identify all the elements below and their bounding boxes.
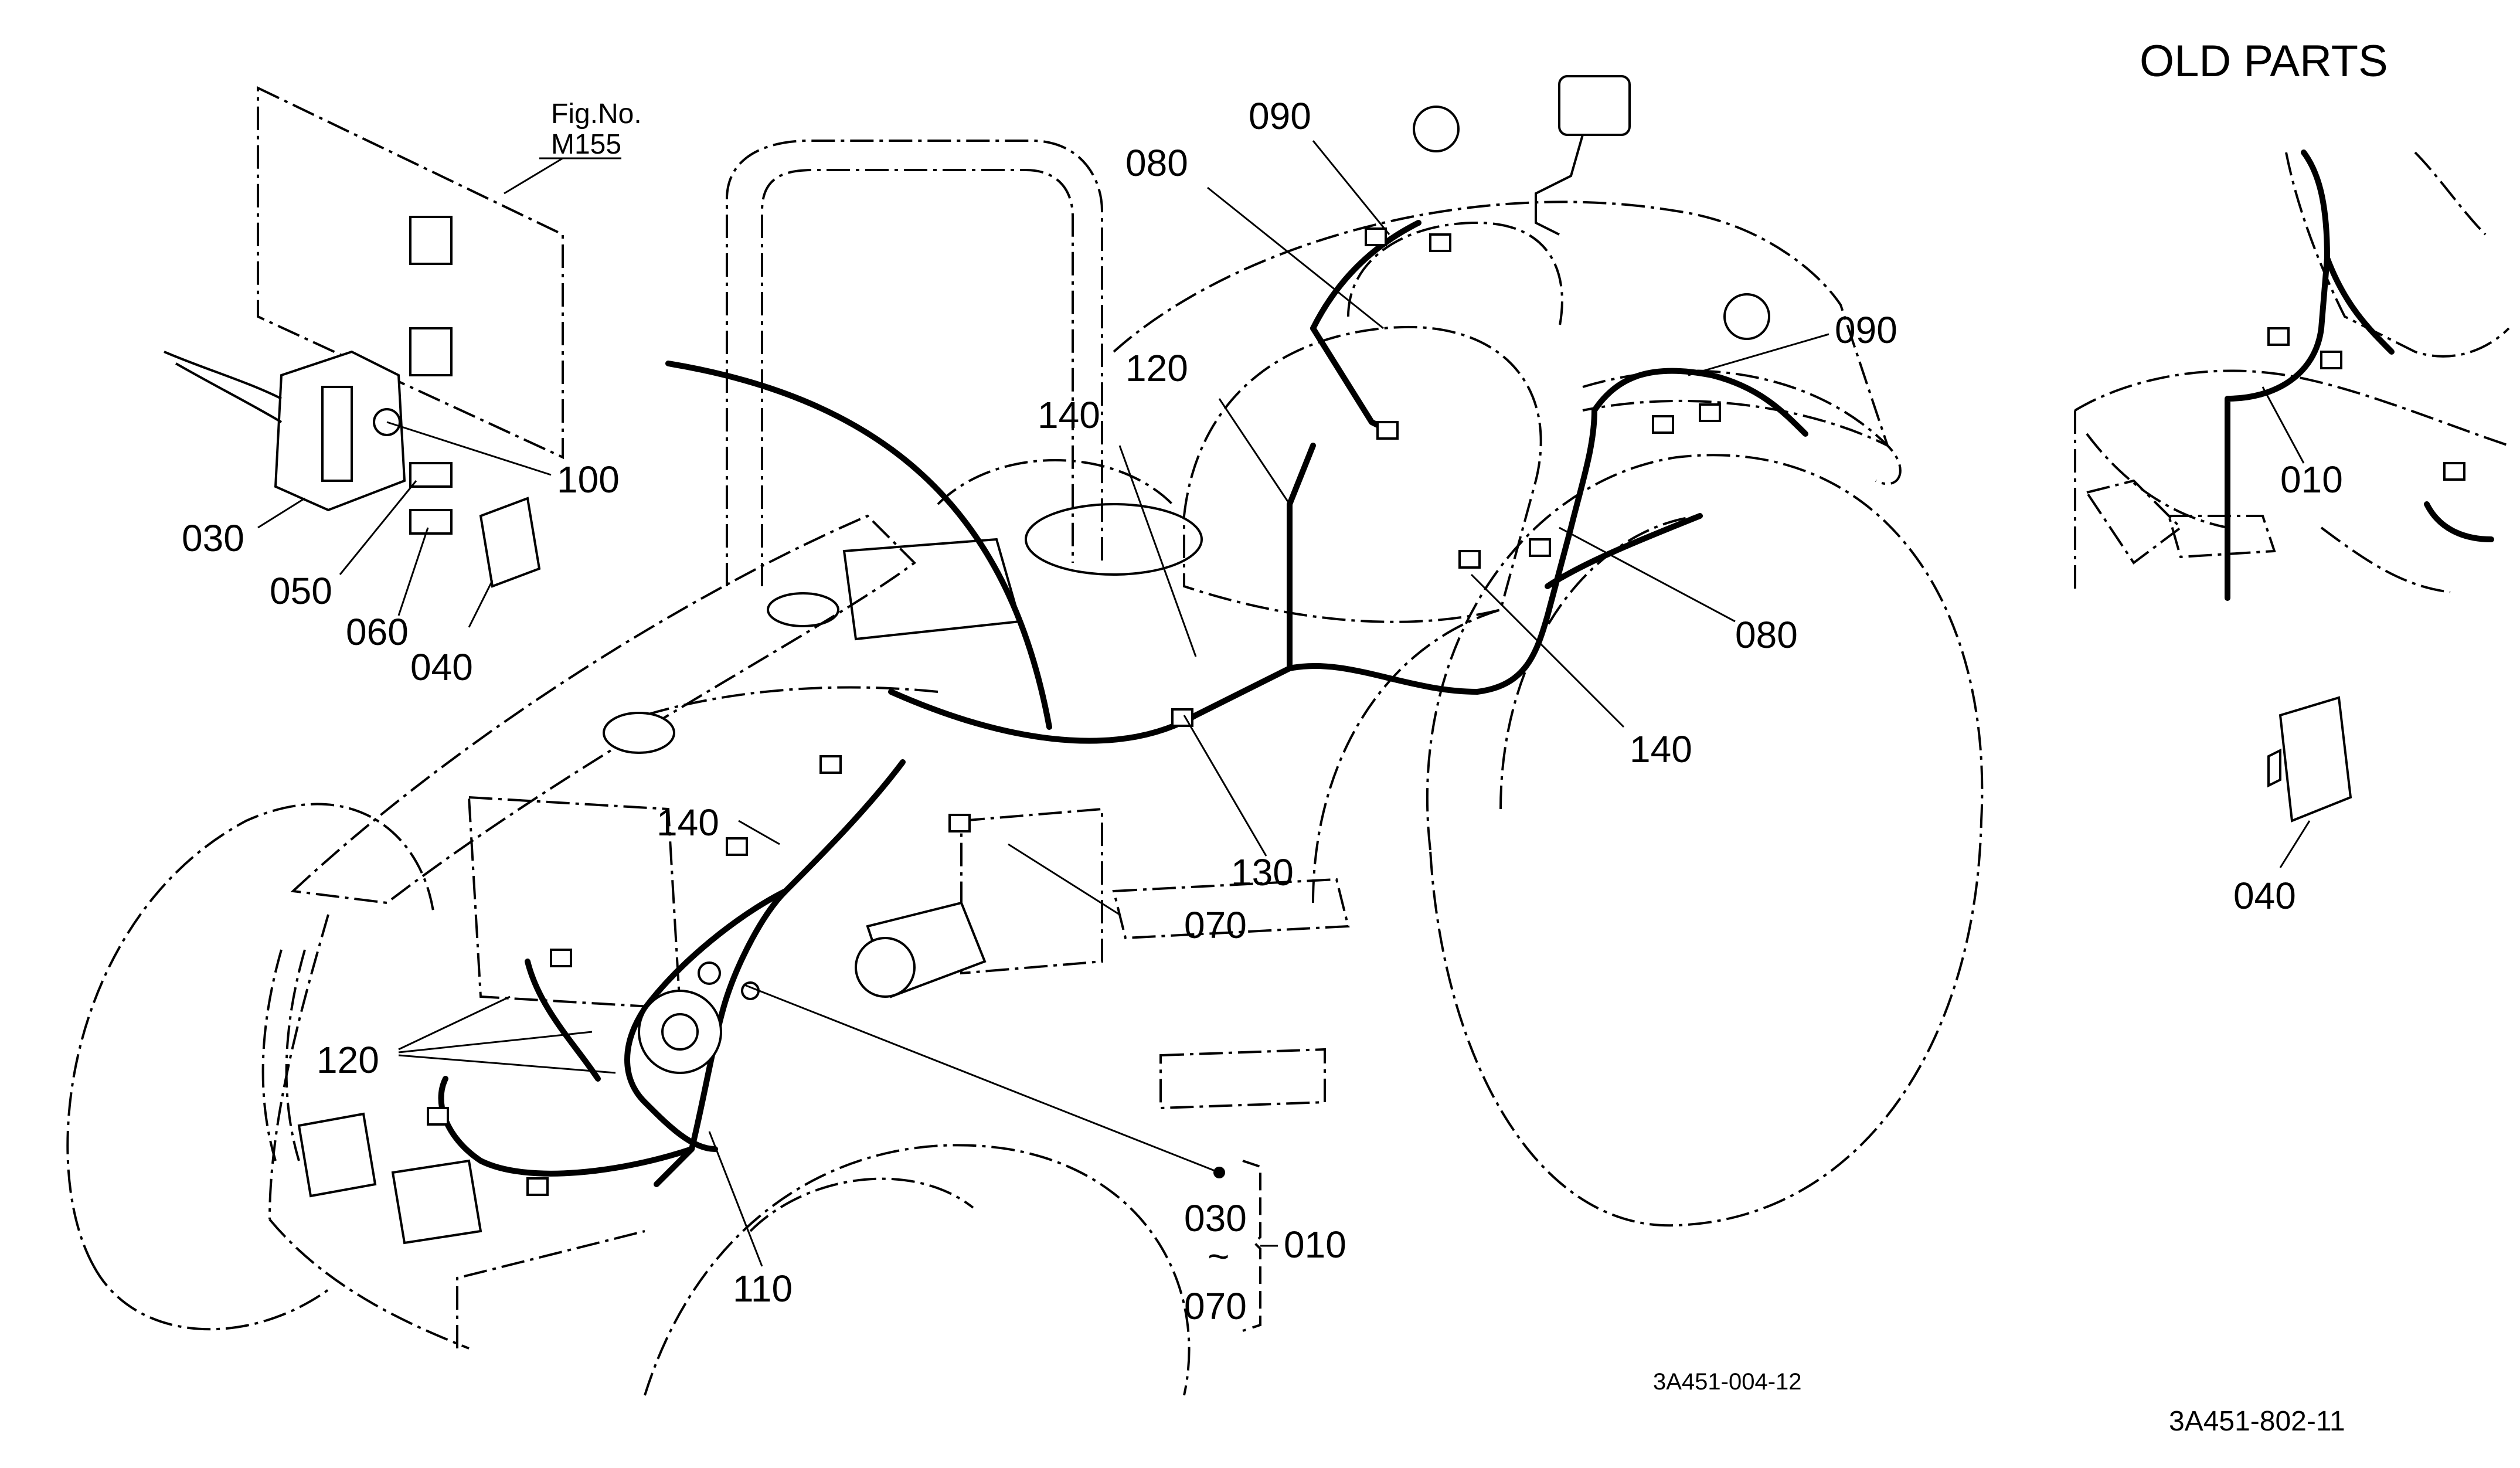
tractor-outline xyxy=(66,75,1984,1396)
assembly-bracket xyxy=(1213,1160,1278,1332)
callout-060: 060 xyxy=(346,611,409,653)
fig-ref-line1: Fig.No. xyxy=(551,98,642,130)
headlights xyxy=(297,1112,482,1245)
callout-130: 130 xyxy=(1231,851,1294,893)
header-title: OLD PARTS xyxy=(2140,36,2388,86)
callout-100: 100 xyxy=(557,458,620,501)
callout-140-mid: 140 xyxy=(1038,394,1100,436)
main-wire-harness xyxy=(438,149,2494,1187)
labels: OLD PARTS Fig.No. M155 090 080 090 120 1… xyxy=(182,36,2388,1437)
callout-090-right: 090 xyxy=(1835,309,1897,351)
callout-080-right: 080 xyxy=(1735,614,1798,656)
callout-030: 030 xyxy=(182,517,244,559)
callout-140-left: 140 xyxy=(657,801,719,844)
callout-080-top: 080 xyxy=(1125,142,1188,184)
inset-cover-040 xyxy=(2267,696,2352,823)
callout-110: 110 xyxy=(733,1267,793,1310)
callout-050: 050 xyxy=(270,570,332,612)
assembly-start: 030 xyxy=(1184,1197,1247,1239)
fig-ref-line2: M155 xyxy=(551,129,621,160)
drawing-number-main: 3A451-004-12 xyxy=(1653,1369,1802,1395)
connectors xyxy=(427,227,2465,1196)
assembly-end: 070 xyxy=(1184,1285,1247,1327)
drawing-number-page: 3A451-802-11 xyxy=(2169,1406,2345,1437)
callout-120-mid: 120 xyxy=(1125,347,1188,389)
leader-lines xyxy=(257,140,2311,1267)
assembly-parent: 010 xyxy=(1284,1224,1346,1266)
callout-070: 070 xyxy=(1184,904,1247,946)
fuse-box-assembly xyxy=(164,86,564,588)
callout-040: 040 xyxy=(410,646,473,688)
alternator-and-starter xyxy=(638,901,987,1074)
callout-140-right: 140 xyxy=(1630,728,1692,770)
inset-callout-040: 040 xyxy=(2233,875,2296,917)
callout-120-left: 120 xyxy=(317,1039,379,1081)
inset-old-parts xyxy=(2074,151,2510,593)
inset-callout-010: 010 xyxy=(2280,458,2343,501)
assembly-tilde: ~ xyxy=(1208,1235,1229,1277)
callout-090-top: 090 xyxy=(1249,95,1311,137)
